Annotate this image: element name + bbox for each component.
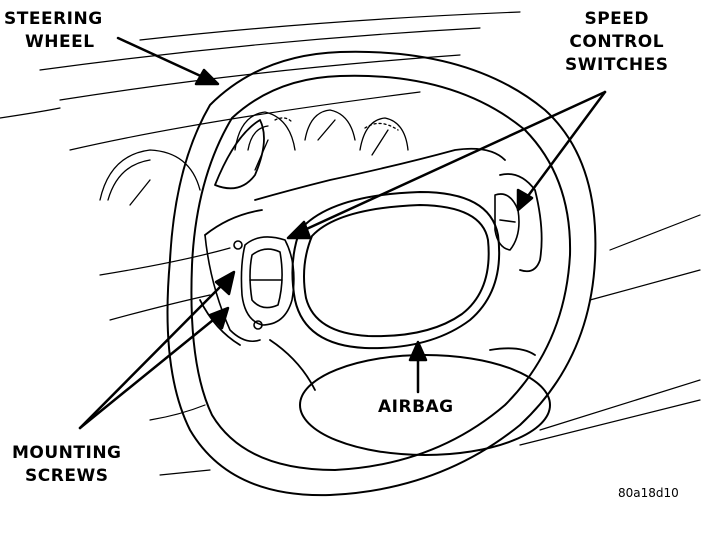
steering-wheel-label-line2: WHEEL <box>25 32 95 52</box>
steering-wheel-rim <box>168 52 596 495</box>
arrow-speed-control-left <box>300 92 605 232</box>
mounting-screws-label-line1: MOUNTING <box>12 443 122 463</box>
figure-reference: 80a18d10 <box>618 486 679 500</box>
dashboard-lines <box>0 12 700 475</box>
airbag-label: AIRBAG <box>378 397 454 417</box>
mounting-screws-label: MOUNTING SCREWS <box>12 442 122 488</box>
mounting-screws-label-line2: SCREWS <box>25 466 109 486</box>
speed-control-label-line3: SWITCHES <box>565 55 669 75</box>
right-switch-housing <box>495 194 519 250</box>
speed-control-label: SPEED CONTROL SWITCHES <box>565 8 668 77</box>
leader-arrows <box>80 38 605 428</box>
arrow-speed-control-right <box>525 92 605 200</box>
speed-control-label-line1: SPEED <box>584 9 650 29</box>
left-switch-housing <box>205 235 294 341</box>
airbag-module <box>292 192 499 348</box>
arrow-mounting-screw-lower <box>80 316 218 428</box>
steering-wheel-label: STEERING WHEEL <box>4 8 103 54</box>
arrow-steering-wheel <box>118 38 205 78</box>
speed-control-label-line2: CONTROL <box>569 32 665 52</box>
instrument-cluster <box>100 110 408 205</box>
steering-wheel-label-line1: STEERING <box>4 9 103 29</box>
arrow-mounting-screw-upper <box>80 282 225 428</box>
